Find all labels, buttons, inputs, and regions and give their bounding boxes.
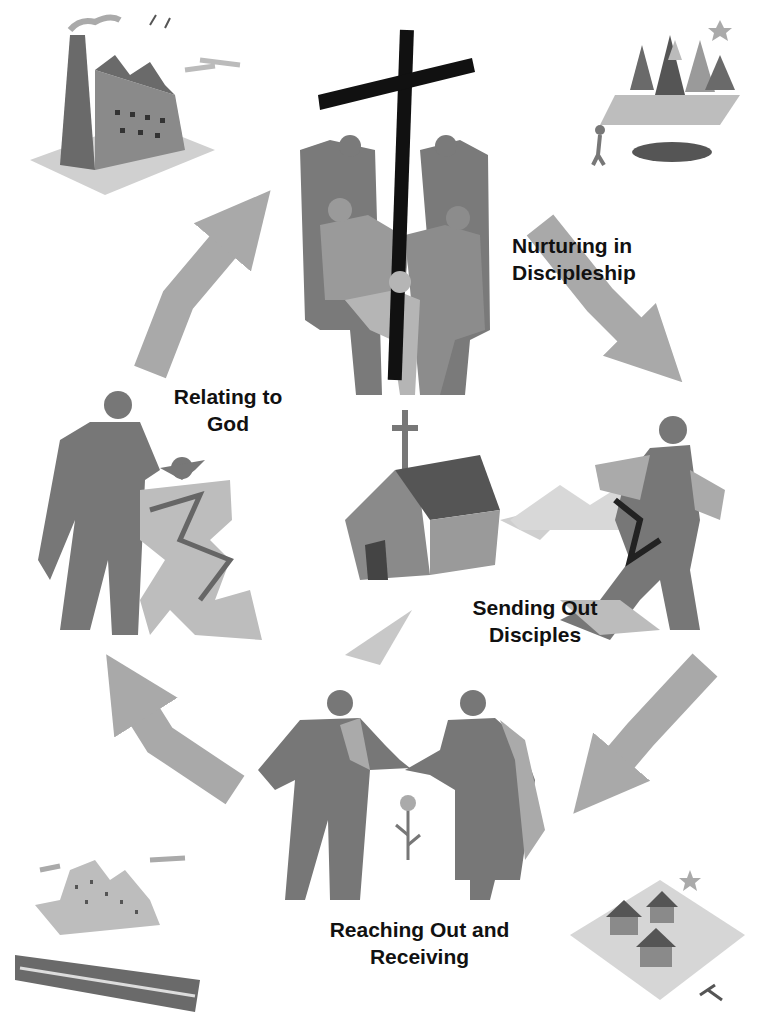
cross-group-figure <box>300 30 490 395</box>
stage-label: Reaching Out and Receiving <box>322 916 517 971</box>
city-scene <box>15 858 200 1012</box>
stage-label: Relating to God <box>158 383 298 438</box>
stage-label: Nurturing in Discipleship <box>512 232 692 287</box>
forest-scene <box>593 20 740 165</box>
handshake-figures <box>258 690 545 900</box>
village-scene <box>570 870 745 1000</box>
church-building <box>345 410 500 580</box>
stage-label: Sending Out Disciples <box>445 594 625 649</box>
factory-scene <box>30 15 240 195</box>
cycle-arrows <box>138 225 705 790</box>
small-arrow <box>345 610 412 665</box>
